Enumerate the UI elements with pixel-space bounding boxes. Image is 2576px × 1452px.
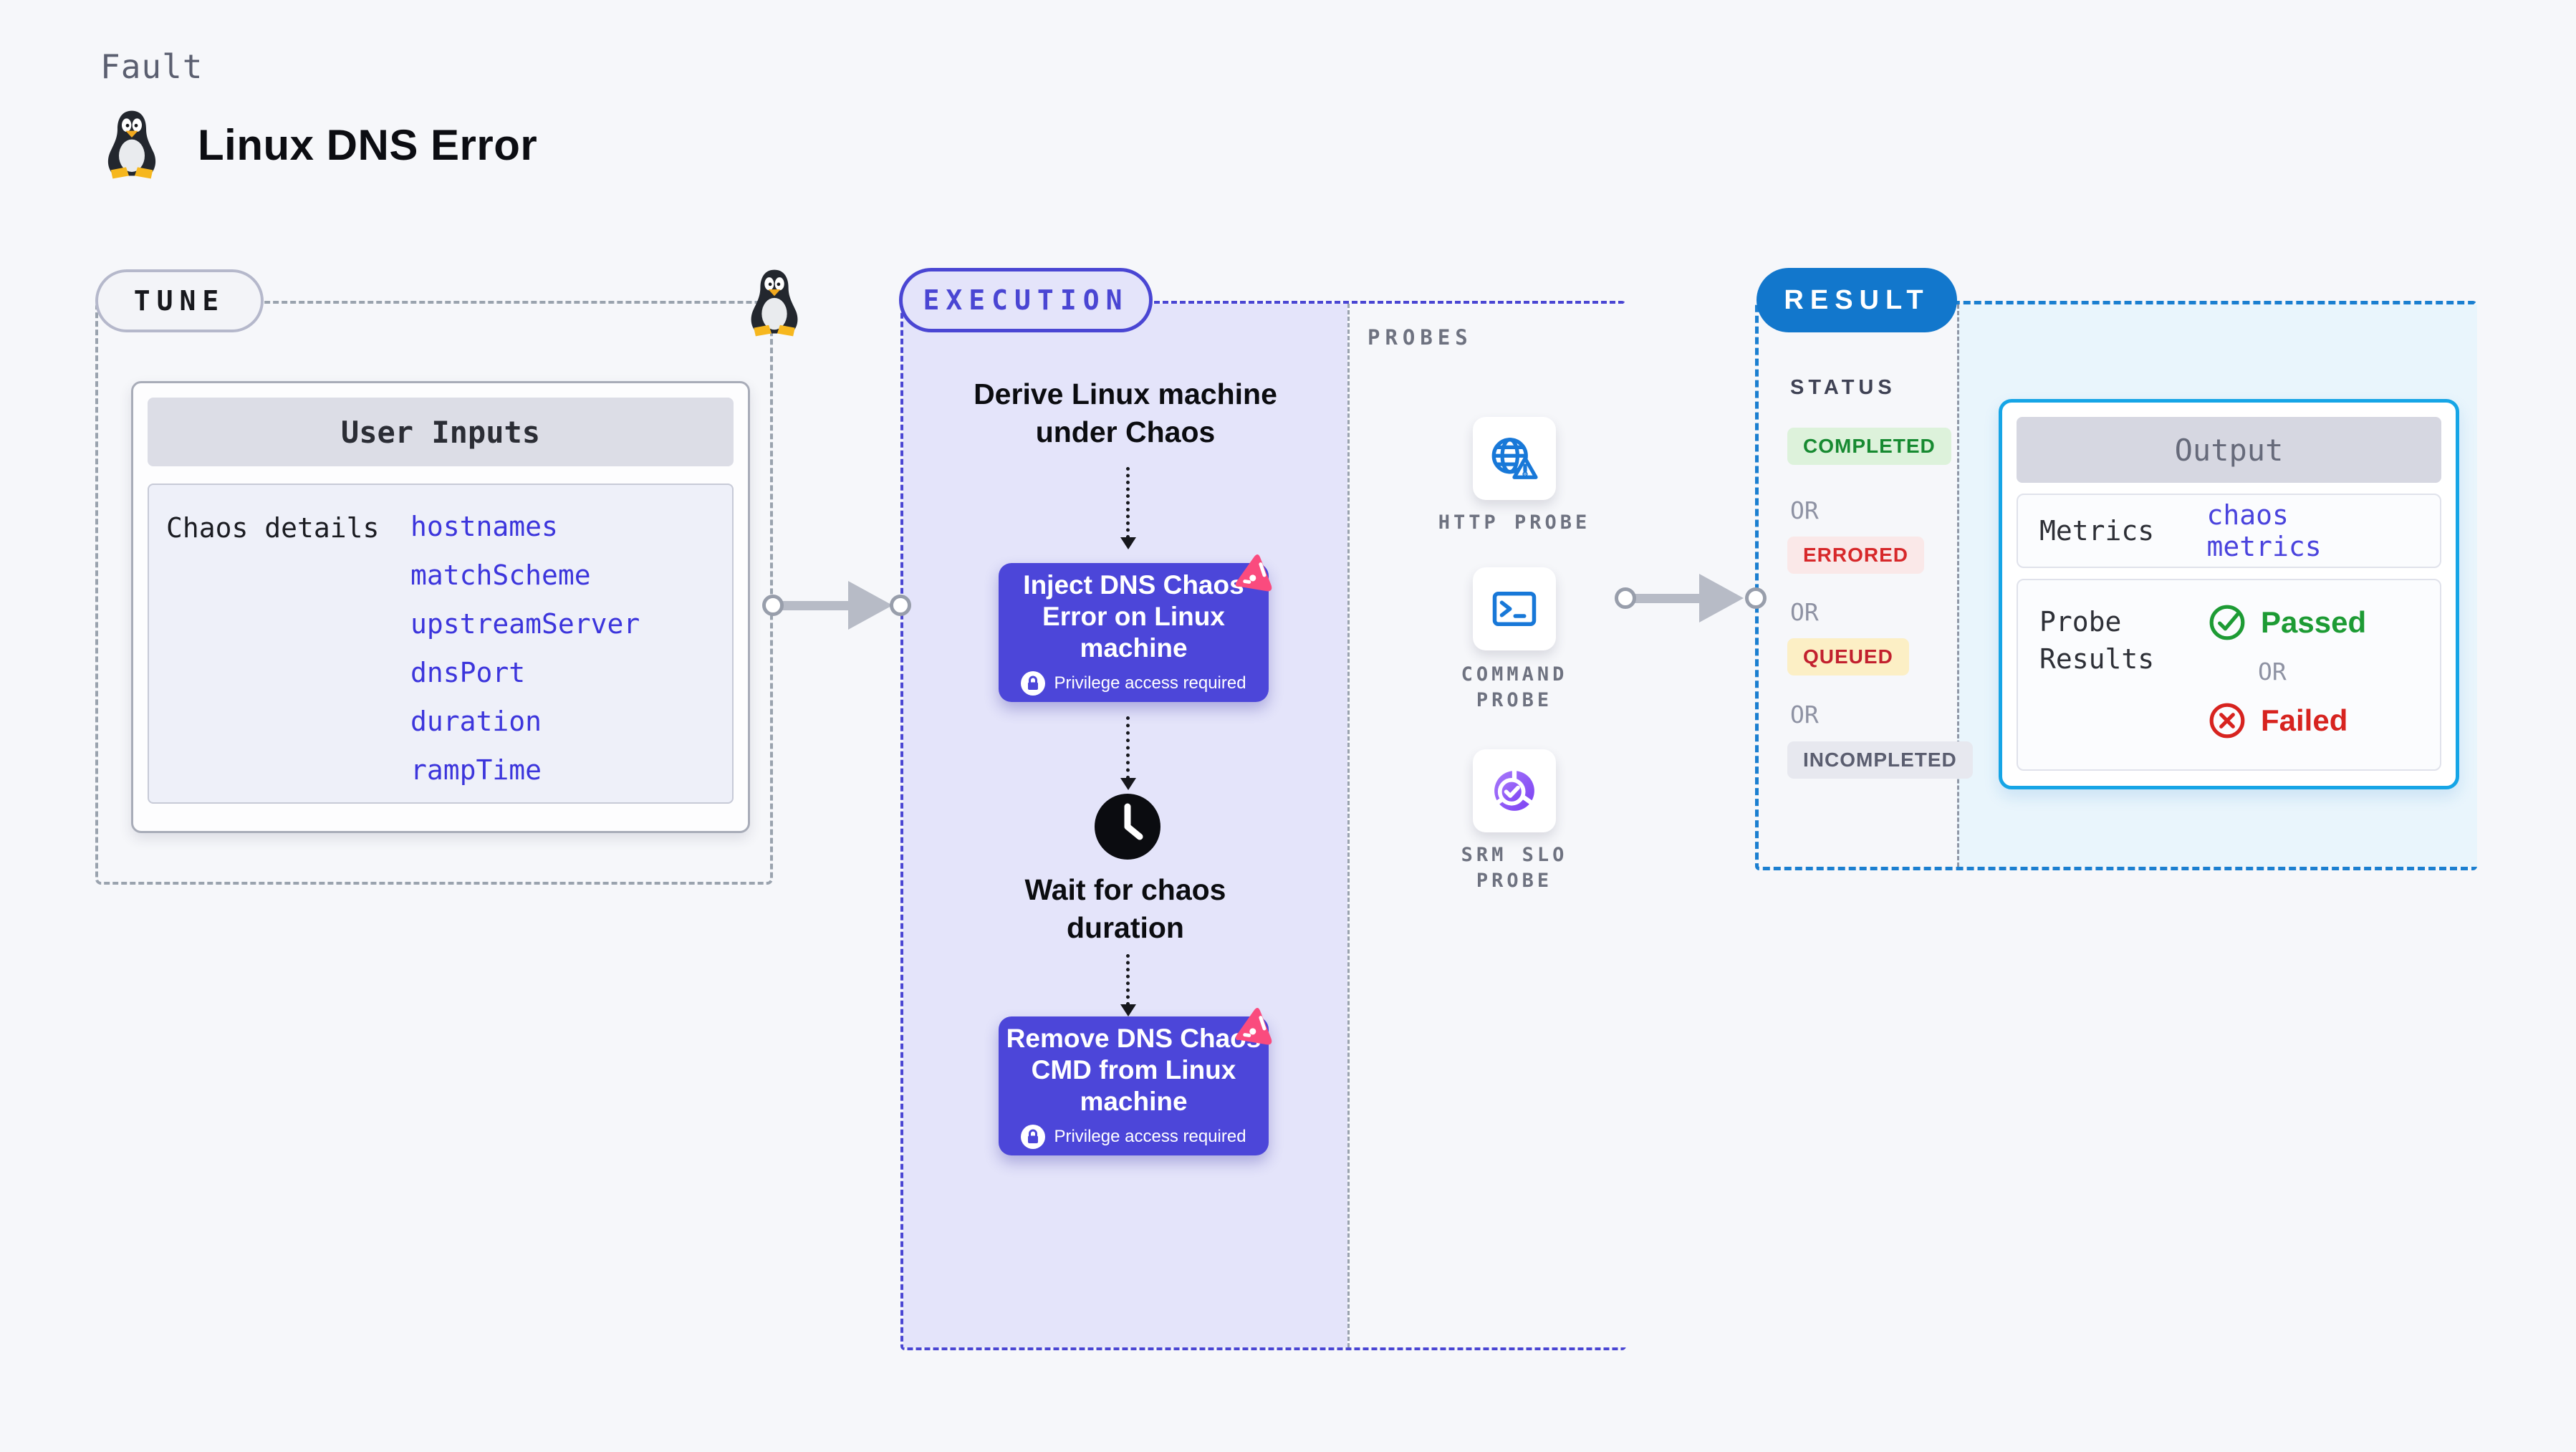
status-badge-incompleted: INCOMPLETED [1787,741,1973,779]
tune-pill: TUNE [95,269,264,332]
check-circle-icon [2208,603,2246,642]
result-pill: RESULT [1756,268,1957,332]
wait-step-label: Wait for chaos duration [1024,873,1226,944]
chaos-metrics-link[interactable]: chaos metrics [2206,499,2322,562]
status-title: STATUS [1790,376,1896,399]
metrics-label: Metrics [2039,515,2155,547]
connector-dot [1745,587,1767,609]
probe-results-label: Probe Results [2039,606,2155,675]
user-inputs-header: User Inputs [148,398,734,466]
user-inputs-body: Chaos details hostnames matchScheme upst… [148,484,734,804]
connector-arrowhead [848,581,893,630]
input-link-upstreamserver[interactable]: upstreamServer [410,608,640,640]
user-inputs-card: User Inputs Chaos details hostnames matc… [131,381,750,833]
http-probe-card [1473,417,1556,500]
wait-clock-icon [1093,792,1162,861]
privilege-note: Privilege access required [1054,673,1246,693]
flow-arrow-down [1120,467,1136,549]
chaos-fault-icon [1229,546,1282,600]
status-badge-completed: COMPLETED [1787,428,1951,465]
failed-label: Failed [2261,703,2348,737]
input-link-hostnames[interactable]: hostnames [410,511,558,542]
slo-donut-icon [1485,764,1544,818]
or-separator: OR [2258,658,2287,686]
command-probe-card [1473,567,1556,650]
chaos-details-label: Chaos details [166,512,380,544]
inject-step-title: Inject DNS Chaos Error on Linux machine [1023,570,1244,663]
srm-slo-probe-card [1473,749,1556,832]
connector-line [1635,594,1701,603]
probe-outcomes: Passed OR Failed [2208,603,2366,769]
input-link-ramptime[interactable]: rampTime [410,754,542,786]
flow-arrow-down [1120,716,1136,790]
connector-dot [890,595,911,616]
connector-dot [762,595,784,616]
probe-results-row: Probe Results Passed OR Failed [2017,579,2441,771]
chaos-input-links: hostnames matchScheme upstreamServer dns… [410,502,640,794]
derive-step-label: Derive Linux machine under Chaos [974,378,1277,448]
tune-section-box [95,301,773,885]
page-title: Linux DNS Error [198,120,538,169]
connector-line [782,601,851,610]
lock-icon [1021,1125,1046,1149]
probes-title: PROBES [1368,325,1473,350]
privilege-row: Privilege access required [1021,671,1246,696]
passed-outcome: Passed [2208,603,2366,642]
input-link-dnsport[interactable]: dnsPort [410,657,526,688]
srm-slo-probe-label: SRM SLO PROBE [1461,844,1568,892]
remove-dns-chaos-step: Remove DNS Chaos CMD from Linux machine … [999,1016,1269,1155]
command-probe-label: COMMAND PROBE [1461,663,1568,711]
title-row: Linux DNS Error [100,109,537,181]
terminal-icon [1486,581,1543,637]
fault-kicker: Fault [100,47,203,86]
result-section-box: STATUS COMPLETED OR ERRORED OR QUEUED OR… [1755,301,2477,870]
tux-penguin-icon [107,110,156,179]
input-link-matchscheme[interactable]: matchScheme [410,559,591,591]
privilege-note: Privilege access required [1054,1127,1246,1146]
connector-arrowhead [1699,574,1744,622]
tux-penguin-icon-small [751,269,798,337]
execution-pill: EXECUTION [899,268,1153,332]
x-circle-icon [2208,701,2246,740]
input-link-duration[interactable]: duration [410,706,542,737]
connector-dot [1615,587,1636,609]
status-badge-errored: ERRORED [1787,537,1925,574]
globe-alert-icon [1486,432,1543,485]
http-probe-label: HTTP PROBE [1438,511,1591,534]
flow-arrow-down [1120,954,1136,1016]
or-separator: OR [1790,496,1819,524]
chaos-fault-icon [1229,999,1282,1053]
passed-label: Passed [2261,605,2367,639]
output-card: Output Metrics chaos metrics Probe Resul… [1999,399,2459,789]
privilege-row: Privilege access required [1021,1125,1246,1149]
execution-section-box: Derive Linux machine under Chaos Inject … [900,301,1629,1350]
lock-icon [1021,671,1046,696]
output-header: Output [2017,417,2441,483]
inject-dns-chaos-step: Inject DNS Chaos Error on Linux machine … [999,563,1269,702]
remove-step-title: Remove DNS Chaos CMD from Linux machine [1006,1024,1261,1116]
or-separator: OR [1790,598,1819,626]
or-separator: OR [1790,701,1819,729]
failed-outcome: Failed [2208,701,2366,740]
metrics-row: Metrics chaos metrics [2017,494,2441,568]
status-badge-queued: QUEUED [1787,638,1909,675]
